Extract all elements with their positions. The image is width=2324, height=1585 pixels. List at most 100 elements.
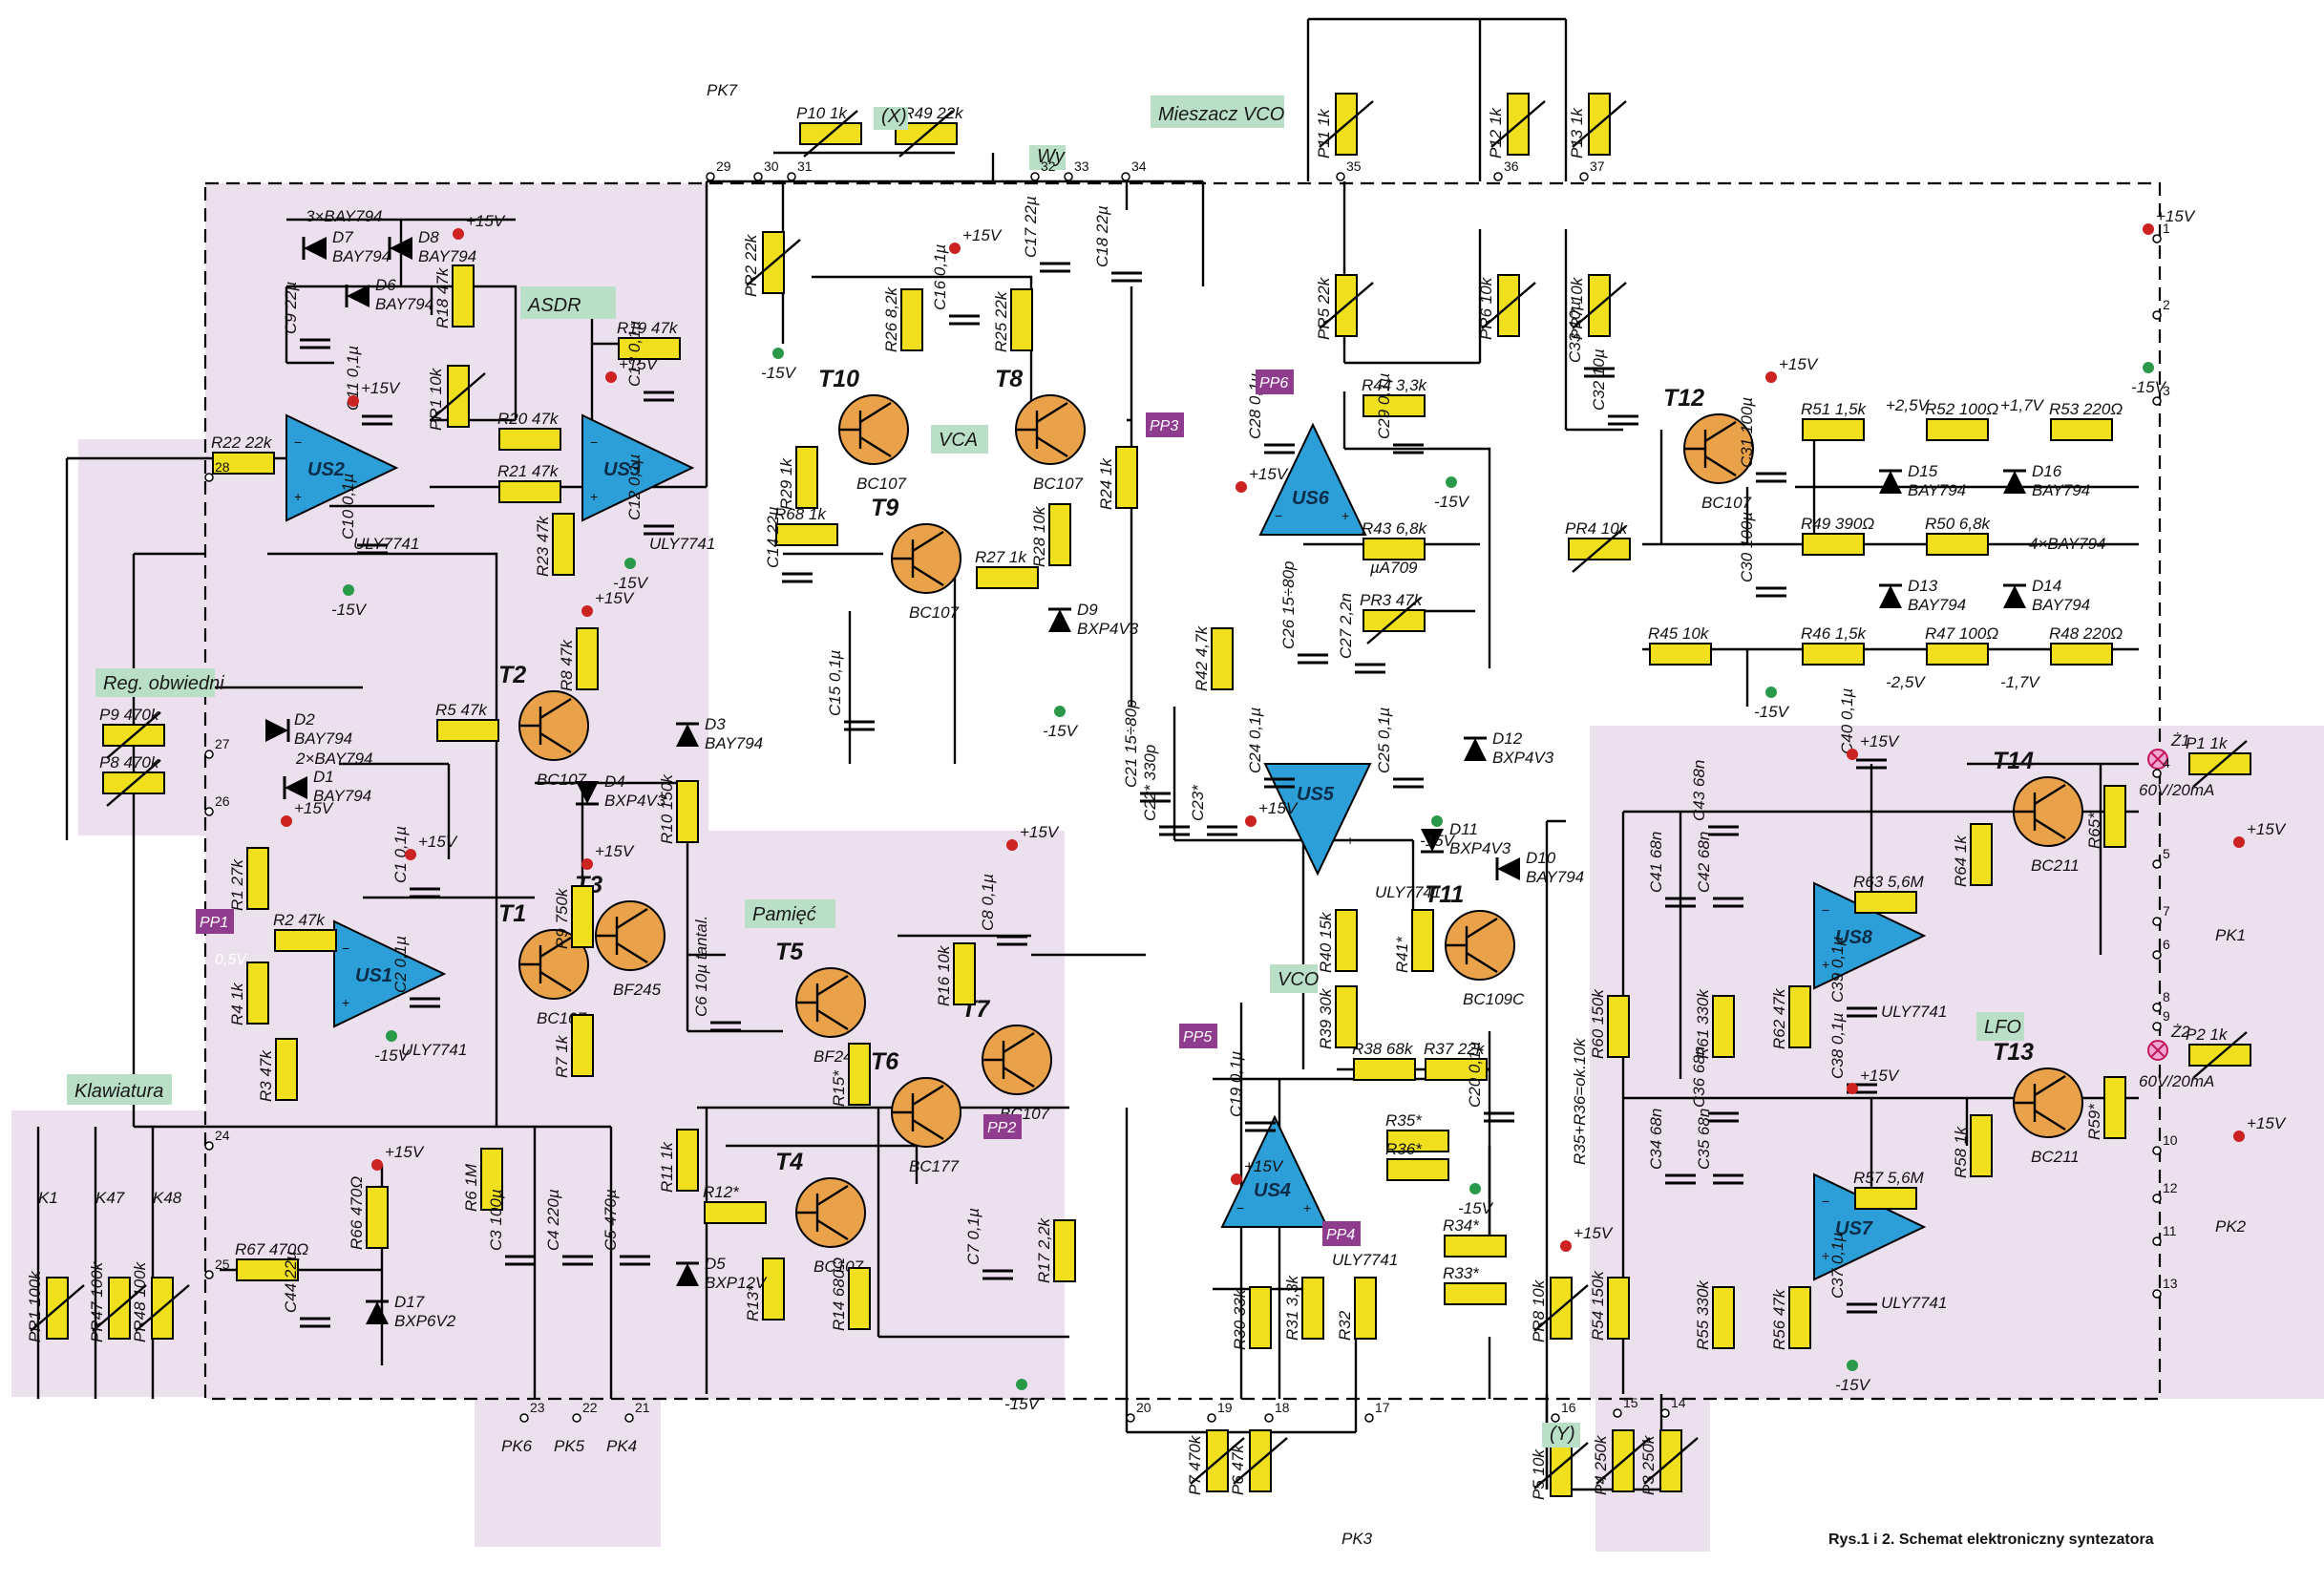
resistor-body (576, 627, 599, 690)
capacitor-label: C7 0,1µ (964, 1208, 982, 1265)
resistor-r51: R51 1,5k (1801, 400, 1868, 441)
lamp-ref: Ż1 (2170, 731, 2190, 750)
opamp-part-label: µA709 (1369, 559, 1418, 577)
diode-ref: D1 (313, 768, 334, 786)
resistor-r41: R41* (1393, 909, 1434, 973)
capacitor-label: C33 10µ (1566, 301, 1584, 363)
capacitor-plates (1207, 825, 1237, 836)
diode-part: BXP12V (705, 1274, 768, 1292)
connector-pin-7: 7 (2152, 903, 2170, 926)
potentiometer-label: PR4 10k (1565, 519, 1629, 538)
capacitor-c1: C1 0,1µ (391, 826, 440, 898)
test-point-box (1256, 370, 1294, 394)
supply-label: +15V (294, 799, 334, 817)
resistor-body (2103, 785, 2126, 848)
supply-label: +15V (962, 226, 1003, 244)
capacitor-label: C16 0,1µ (931, 243, 949, 310)
transistor-leads (519, 697, 572, 754)
connector-pin-5: 5 (2152, 846, 2170, 869)
diode-part: BXP4V3 (1077, 620, 1139, 638)
capacitor-c24: C24 0,1µ (1246, 707, 1295, 789)
transistor-part: BC211 (2031, 856, 2080, 875)
wire-path (1659, 430, 1816, 544)
resistor-body (1712, 1286, 1735, 1349)
capacitor-plates (1264, 443, 1295, 454)
capacitor-plates (1756, 472, 1786, 483)
section-label-box (874, 107, 908, 130)
section-label-text: (Y) (1550, 1424, 1575, 1445)
opamp-plus-sign: + (1346, 833, 1354, 848)
section-label-text: Pamięć (752, 904, 816, 925)
resistor-label: R45 10k (1648, 624, 1710, 643)
resistor-r14: R14 680Ω (830, 1257, 871, 1331)
supply-dot-icon (949, 243, 961, 254)
section-label-box (1151, 95, 1284, 128)
connector-pin-6: 6 (2152, 937, 2170, 960)
capacitor-label: C2 0,1µ (391, 936, 410, 993)
capacitor-plates (1847, 1302, 1877, 1314)
supply-dot-icon (2143, 223, 2154, 235)
supply-node: +15V (1847, 732, 1900, 760)
potentiometer-label: PR48 100k (131, 1260, 149, 1342)
capacitor-plates (1713, 897, 1743, 908)
resistor-label: R28 10k (1030, 505, 1048, 567)
supply-label: +15V (385, 1143, 425, 1161)
resistor-body (1444, 1235, 1507, 1257)
resistor-r62: R62 47k (1770, 985, 1811, 1049)
wire-path (285, 285, 592, 489)
diode-part: BXP4V3 (1492, 749, 1554, 767)
supply-label: +15V (2247, 1114, 2287, 1132)
potentiometer-arrow (1572, 100, 1627, 148)
connector-pin-33: 33 (1064, 158, 1089, 181)
transistor-t3: T3BF245 (575, 872, 666, 999)
resistor-body (1411, 909, 1434, 972)
diode-part: BXP4V3 (604, 792, 666, 810)
switch-pk2: PK2 (2215, 1217, 2247, 1236)
resistor-r8: R8 47k (558, 627, 599, 691)
connector-pin-dot (2152, 310, 2162, 320)
transistor-leads (1684, 420, 1737, 477)
resistor-body (1649, 643, 1712, 666)
connector-pin-dot (2152, 1194, 2162, 1203)
potentiometer-p3: P3 250k (1639, 1429, 1699, 1495)
opamp-part-label: ULY7741 (1881, 1294, 1947, 1312)
diode-part: BAY794 (313, 787, 371, 805)
capacitor-plates (949, 314, 980, 326)
resistor-label: R22 22k (211, 433, 273, 452)
section-label-wy: Wy (1029, 145, 1066, 170)
transistor-leads (982, 1031, 1035, 1088)
opamp-body (1263, 763, 1372, 877)
resistor-r36: R36* (1385, 1140, 1449, 1181)
resistor-r64: R64 1k (1952, 823, 1993, 887)
capacitor-label: C20 0,1µ (1466, 1041, 1484, 1108)
lamp-rating: 60V/20mA (2139, 781, 2214, 799)
resistor-r52: R52 100Ω (1925, 400, 1998, 441)
resistor-r33: R33* (1443, 1264, 1507, 1305)
supply-label: -15V (613, 574, 649, 592)
switch-label: PK1 (2215, 926, 2246, 944)
opamp-label: US3 (603, 459, 641, 480)
resistor-r58: R58 1k (1952, 1114, 1993, 1178)
connector-pin-20: 20 (1126, 1400, 1151, 1423)
potentiometer-p2: P2 1k (2186, 1025, 2251, 1079)
resistor-label: R65* (2085, 812, 2103, 849)
capacitor-label: C37 0,1µ (1828, 1232, 1847, 1299)
supply-label: -15V (761, 364, 797, 382)
capacitor-label: C23* (1189, 784, 1207, 821)
transistor-ref: T14 (1993, 748, 2034, 774)
transistor-ref: T9 (871, 495, 898, 521)
rail-voltage-label: -1,7V (2000, 673, 2040, 691)
resistor-label: R40 15k (1317, 911, 1335, 973)
opamp-minus-sign: − (1822, 902, 1829, 918)
section-label-memory: Pamięć (745, 899, 835, 928)
capacitor-plates (410, 997, 440, 1008)
resistor-r59: R59* (2085, 1076, 2126, 1140)
supply-label: +15V (1574, 1224, 1614, 1242)
negative-rail-node: -15V (331, 584, 368, 619)
